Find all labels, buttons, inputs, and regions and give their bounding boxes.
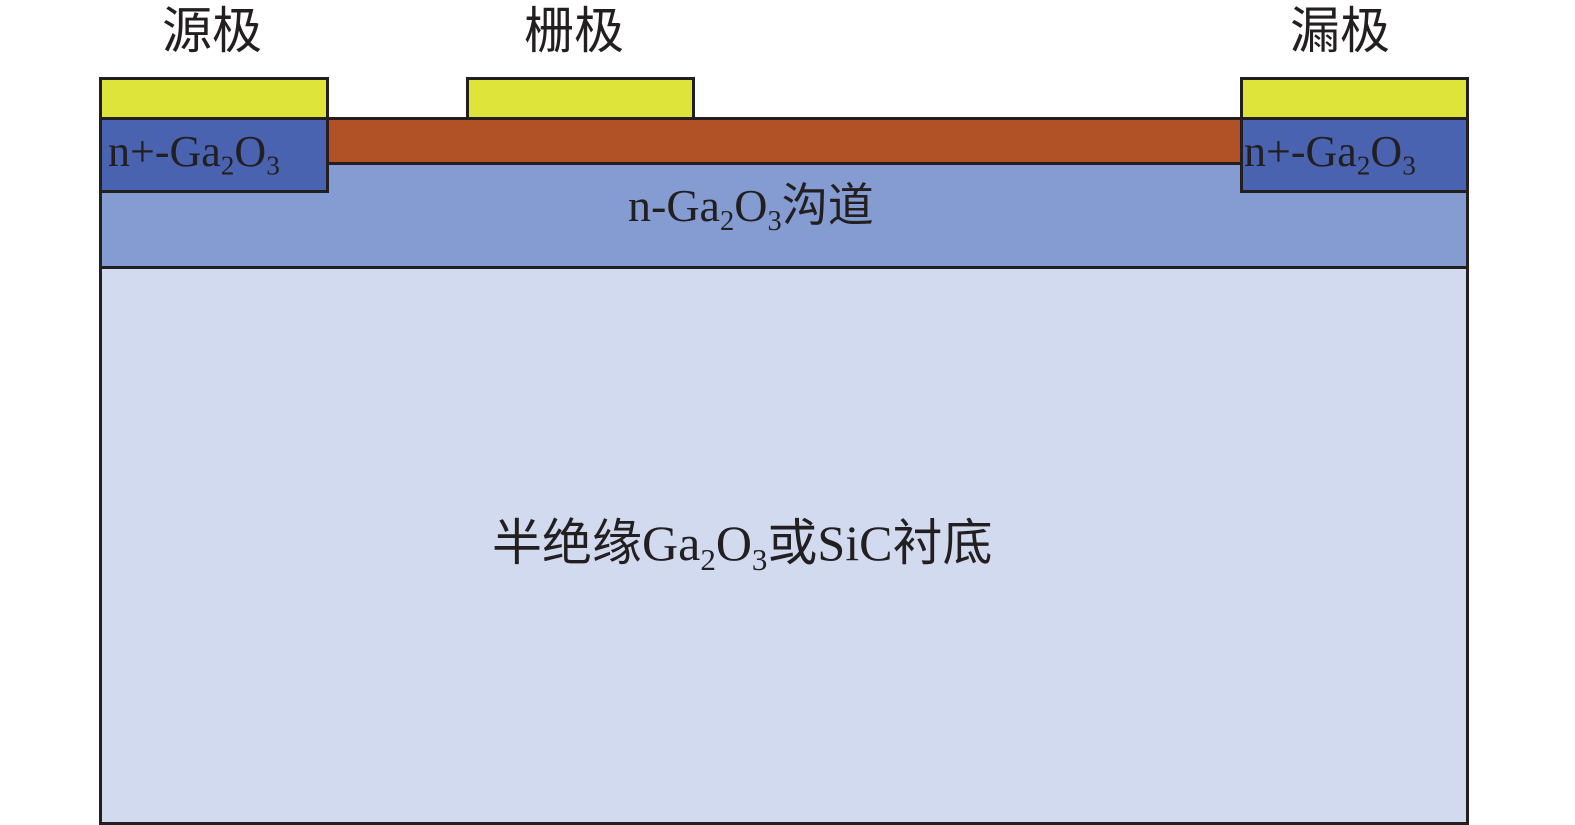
source-contact <box>99 77 329 120</box>
substrate-label: 半绝缘Ga2O3或SiC衬底 <box>492 515 993 575</box>
substrate-label-prefix: 半绝缘Ga <box>492 515 701 571</box>
channel-label-sub1: 2 <box>719 206 735 238</box>
source-nplus-label: n+-Ga2O3 <box>108 127 280 180</box>
substrate-label-sub2: 3 <box>751 541 768 577</box>
drain-contact <box>1240 77 1469 120</box>
gate-label: 栅极 <box>524 3 624 59</box>
nplus-label-mid: O <box>1370 127 1403 176</box>
nplus-label-prefix: n+-Ga <box>108 127 221 176</box>
substrate-layer <box>99 266 1469 825</box>
channel-label-mid: O <box>734 180 768 231</box>
gate-contact <box>466 77 695 120</box>
drain-nplus-label: n+-Ga2O3 <box>1244 127 1416 180</box>
nplus-label-mid: O <box>234 127 267 176</box>
channel-label-sub2: 3 <box>767 206 782 238</box>
channel-label-prefix: n-Ga <box>628 180 720 231</box>
substrate-label-sub1: 2 <box>700 541 716 577</box>
channel-label: n-Ga2O3沟道 <box>628 180 874 236</box>
substrate-label-mid: O <box>715 515 752 571</box>
source-nplus-region <box>99 117 329 193</box>
nplus-label-sub2: 3 <box>266 150 280 181</box>
source-label: 源极 <box>162 3 262 59</box>
substrate-label-suffix: 或SiC衬底 <box>767 515 993 571</box>
nplus-label-sub1: 2 <box>1356 150 1371 181</box>
channel-label-suffix: 沟道 <box>781 180 874 231</box>
gate-dielectric-layer <box>326 117 1243 165</box>
nplus-label-prefix: n+-Ga <box>1244 127 1357 176</box>
nplus-label-sub1: 2 <box>220 150 235 181</box>
nplus-label-sub2: 3 <box>1402 150 1416 181</box>
drain-label: 漏极 <box>1290 3 1390 59</box>
